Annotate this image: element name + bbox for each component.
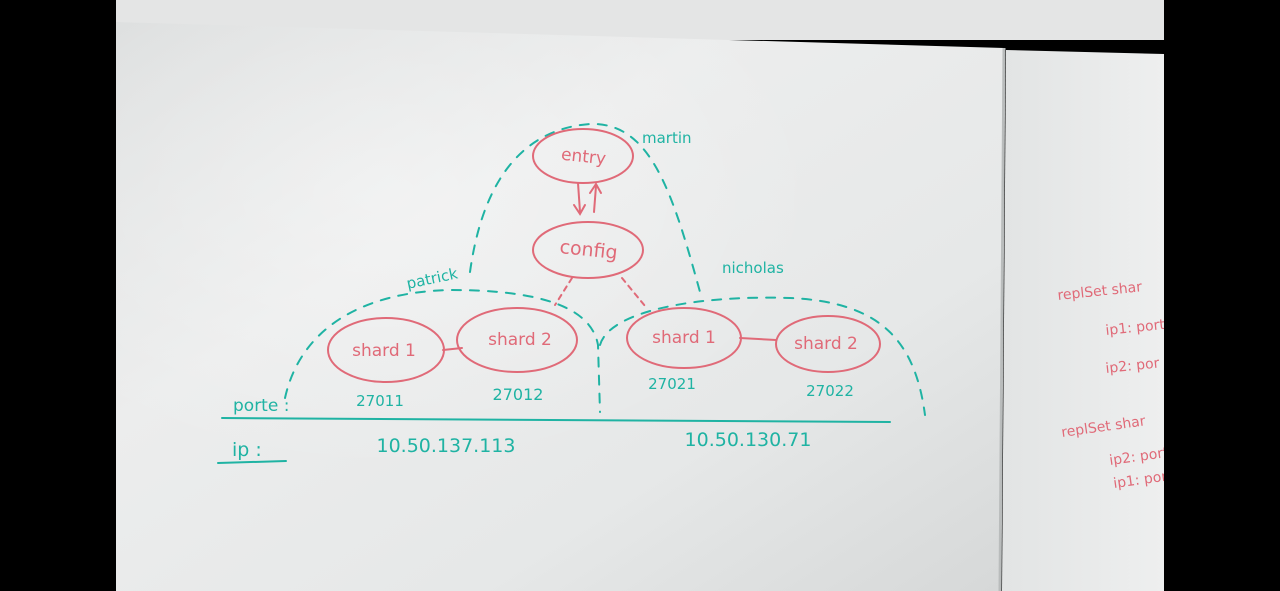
arrow-up-head	[589, 182, 602, 194]
port-a2: 27012	[493, 385, 544, 404]
shard-b1-label: shard 1	[652, 328, 716, 348]
shard-a2-label: shard 2	[488, 330, 552, 350]
teal-lines	[217, 417, 891, 464]
ip-label: ip :	[232, 439, 262, 461]
shard-link-b	[739, 337, 777, 341]
port-b2: 27022	[806, 382, 854, 400]
node-ellipses	[327, 128, 881, 383]
arrow-up-line	[593, 185, 597, 213]
side-note-ip1-port: ip1: port	[1105, 317, 1166, 339]
dashed-outlines	[284, 122, 926, 416]
ports-label: porte :	[233, 396, 289, 416]
shard-a2-node	[456, 307, 578, 373]
side-note-ip1-port-b: ip1: por	[1112, 469, 1168, 492]
config-node	[532, 221, 644, 279]
entry-node	[532, 128, 634, 184]
shard-a1-label: shard 1	[352, 341, 416, 361]
side-note-ip2-port: ip2: por	[1105, 355, 1161, 377]
shard-b1-node	[626, 307, 742, 369]
shard-b2-node	[775, 315, 881, 373]
ip-underline	[217, 460, 287, 464]
config-to-patrick-line	[554, 277, 573, 306]
ports-underline	[221, 417, 891, 423]
entry-label: entry	[560, 145, 607, 170]
right-frame-mask	[1164, 0, 1280, 591]
shard-a1-node	[327, 317, 445, 383]
port-a1: 27011	[356, 392, 404, 410]
ip-host-a: 10.50.137.113	[376, 435, 515, 457]
config-to-nicholas-line	[621, 277, 646, 307]
patrick-outline	[284, 288, 601, 413]
nicholas-outline	[599, 296, 926, 416]
port-b1: 27021	[648, 375, 696, 393]
side-whiteboard	[1002, 50, 1164, 591]
arrow-down-head	[573, 204, 586, 216]
board-seam	[998, 47, 1006, 591]
shard-b2-label: shard 2	[794, 334, 858, 354]
ip-host-b: 10.50.130.71	[685, 429, 812, 451]
left-frame-bar	[0, 0, 116, 591]
martin-label: martin	[642, 129, 692, 147]
node-connections	[442, 182, 777, 351]
board-glare	[116, 22, 1004, 591]
nicholas-label: nicholas	[722, 259, 784, 277]
arrow-down-line	[577, 182, 581, 213]
